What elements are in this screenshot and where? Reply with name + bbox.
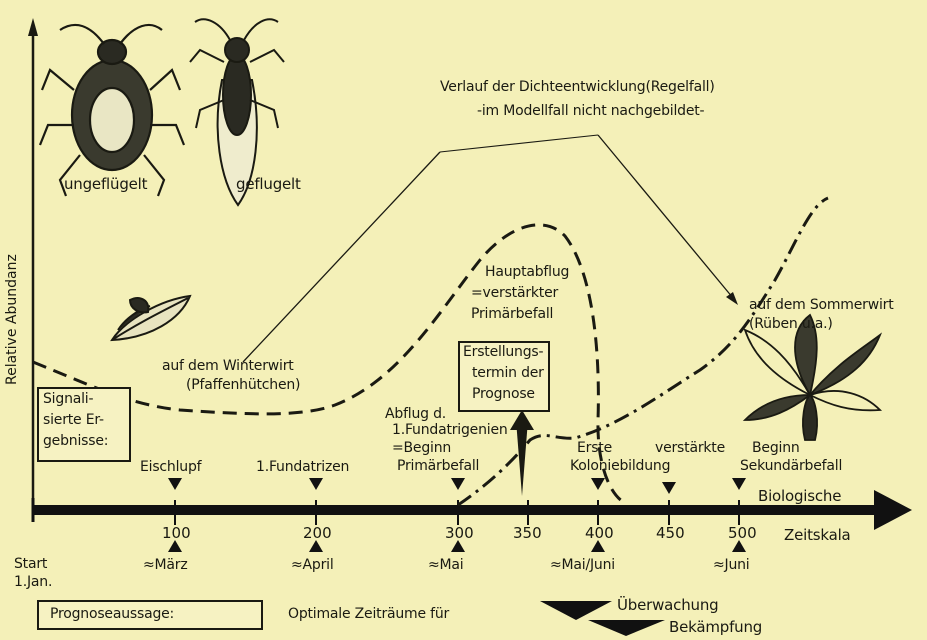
forecast-statement-box: Prognoseaussage: xyxy=(37,600,263,630)
forecast-box-line1: Erstellungs- xyxy=(463,344,543,361)
month-maerz: ≈März xyxy=(143,557,188,574)
event-marker-eischlupf xyxy=(168,478,182,490)
wingless-aphid-illustration xyxy=(40,25,184,196)
summer-host-line2: (Rüben u.a.) xyxy=(749,316,833,333)
event-sekundaer-line2: Sekundärbefall xyxy=(740,458,842,475)
monitoring-period-marker xyxy=(540,601,612,620)
signal-box-line1: Signali- xyxy=(43,391,93,408)
control-period-marker xyxy=(588,620,665,636)
summer-host-line1: auf dem Sommerwirt xyxy=(749,297,894,314)
event-eischlupf: Eischlupf xyxy=(140,459,201,476)
forecast-date-box: Erstellungs- termin der Prognose xyxy=(458,341,550,412)
event-kolonie-line1: Erste xyxy=(577,440,612,457)
event-abflug-line2: 1.Fundatrigenien xyxy=(392,422,508,439)
summer-host-pointer xyxy=(598,135,733,298)
tick-300: 300 xyxy=(445,525,474,542)
time-axis-arrow xyxy=(874,490,912,530)
winter-host-line1: auf dem Winterwirt xyxy=(162,358,294,375)
main-flight-line1: Hauptabflug xyxy=(485,264,569,281)
y-axis-arrow xyxy=(28,18,38,36)
tick-400: 400 xyxy=(585,525,614,542)
density-note-line1: Verlauf der Dichteentwicklung(Regelfall) xyxy=(440,79,715,96)
summer-host-pointer-head xyxy=(726,292,738,305)
density-note-connector xyxy=(440,135,598,152)
wingless-aphid-label: ungeflügelt xyxy=(64,176,147,193)
spindle-leaf-illustration xyxy=(112,296,190,340)
control-label: Bekämpfung xyxy=(669,619,762,636)
forecast-date-spike-tip xyxy=(510,410,534,430)
tick-450: 450 xyxy=(656,525,685,542)
month-juni: ≈Juni xyxy=(713,557,750,574)
month-april: ≈April xyxy=(291,557,334,574)
start-line1: Start xyxy=(14,556,47,573)
signal-box-line2: sierte Er- xyxy=(43,412,104,429)
optimal-periods-text: Optimale Zeiträume für xyxy=(288,606,449,623)
main-flight-line2: =verstärkter xyxy=(471,285,558,302)
event-marker-fundatrizen xyxy=(309,478,323,490)
signal-box-line3: gebnisse: xyxy=(43,433,108,450)
y-axis-label: Relative Abundanz xyxy=(4,254,20,385)
winged-aphid-label: geflugelt xyxy=(236,176,301,193)
event-abflug-line3: =Beginn xyxy=(392,440,451,457)
forecast-box-line3: Prognose xyxy=(472,386,535,403)
forecast-statement-text: Prognoseaussage: xyxy=(50,606,174,623)
start-line2: 1.Jan. xyxy=(14,574,52,591)
axis-label-line2: Zeitskala xyxy=(784,527,851,544)
main-flight-line3: Primärbefall xyxy=(471,306,553,323)
event-marker-kolonie xyxy=(591,478,605,490)
event-verstaerkte: verstärkte xyxy=(655,440,725,457)
event-marker-sekundaer xyxy=(732,478,746,490)
tick-350: 350 xyxy=(513,525,542,542)
event-kolonie-line2: Koloniebildung xyxy=(570,458,670,475)
event-abflug-line4: Primärbefall xyxy=(397,458,479,475)
event-marker-abflug xyxy=(451,478,465,490)
tick-100: 100 xyxy=(162,525,191,542)
axis-label-line1: Biologische xyxy=(758,488,841,505)
tick-500: 500 xyxy=(728,525,757,542)
forecast-date-spike xyxy=(516,420,528,496)
density-note-line2: -im Modellfall nicht nachgebildet- xyxy=(477,103,704,120)
signaled-results-box: Signali- sierte Er- gebnisse: xyxy=(37,387,131,462)
month-mai: ≈Mai xyxy=(428,557,463,574)
event-marker-verstaerkte xyxy=(662,482,676,494)
tick-200: 200 xyxy=(303,525,332,542)
beet-plant-illustration xyxy=(745,315,880,440)
winter-host-line2: (Pfaffenhütchen) xyxy=(186,377,300,394)
event-markers xyxy=(168,478,746,494)
monitoring-label: Überwachung xyxy=(617,597,718,614)
event-abflug-line1: Abflug d. xyxy=(385,406,446,423)
event-fundatrizen: 1.Fundatrizen xyxy=(256,459,349,476)
month-mai-juni: ≈Mai/Juni xyxy=(550,557,615,574)
event-sekundaer-line1: Beginn xyxy=(752,440,800,457)
forecast-box-line2: termin der xyxy=(472,365,544,382)
